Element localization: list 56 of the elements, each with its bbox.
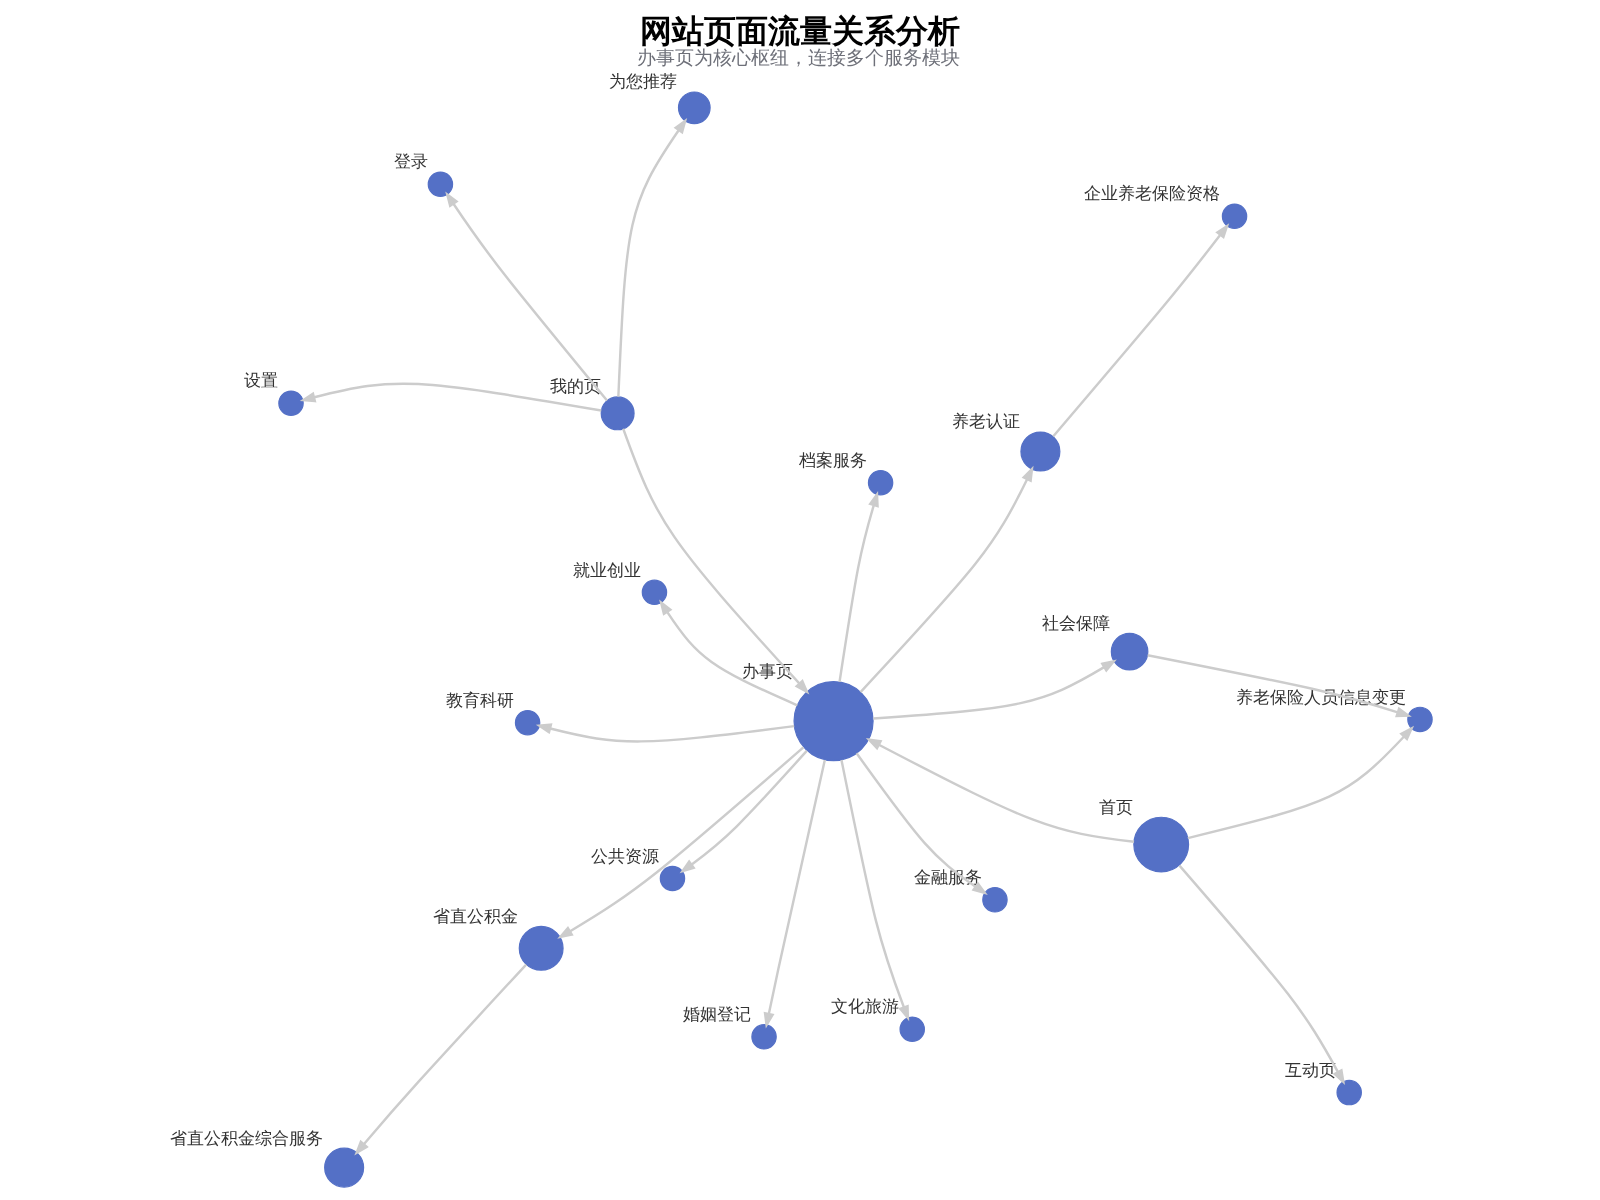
- node-circle: [427, 171, 454, 197]
- arrow: [1052, 223, 1230, 438]
- arrow: [535, 723, 795, 743]
- arrow: [557, 746, 805, 939]
- arrow: [865, 737, 1135, 843]
- node-label: 婚姻登记: [682, 1004, 751, 1025]
- arrow: [855, 752, 988, 895]
- node-circle: [1407, 706, 1433, 733]
- node-label: 首页: [1099, 796, 1134, 817]
- node-circle: [659, 865, 686, 892]
- node-label: 档案服务: [799, 449, 868, 470]
- arrow: [859, 465, 1034, 693]
- node-circle: [514, 709, 541, 736]
- arrow: [659, 599, 798, 707]
- node-circle: [278, 390, 304, 416]
- arrow: [679, 750, 808, 874]
- arrow: [840, 759, 910, 1022]
- arrow: [617, 117, 688, 397]
- node-circle: [899, 1016, 925, 1042]
- arrow: [622, 428, 810, 695]
- arrow: [445, 191, 608, 402]
- arrow: [299, 382, 602, 412]
- node-circle: [324, 1147, 365, 1188]
- node-circle: [751, 1024, 777, 1050]
- node-circle: [518, 925, 564, 971]
- node-label: 设置: [244, 370, 279, 391]
- node-circle: [677, 91, 711, 125]
- node-label: 省直公积金综合服务: [169, 1127, 323, 1148]
- node-label: 教育科研: [446, 689, 515, 710]
- node-circle: [1336, 1079, 1362, 1106]
- arrow: [1178, 864, 1346, 1085]
- node-label: 就业创业: [573, 559, 642, 580]
- node-circle: [867, 469, 894, 496]
- node-label: 文化旅游: [830, 996, 899, 1017]
- diagram-title: 网站页面流量关系分析: [640, 12, 961, 49]
- node-label: 公共资源: [591, 845, 660, 866]
- arrow: [354, 963, 528, 1156]
- node-label: 社会保障: [1042, 612, 1111, 633]
- node-circle: [1221, 203, 1248, 229]
- arrow: [873, 659, 1117, 720]
- node-circle: [1110, 632, 1149, 671]
- node-circle: [982, 887, 1008, 913]
- node-label: 互动页: [1285, 1059, 1337, 1080]
- node-label: 为您推荐: [609, 71, 678, 92]
- node-circle: [1020, 431, 1061, 472]
- arrow: [1147, 654, 1412, 718]
- node-circle: [1133, 816, 1190, 873]
- node-label: 养老认证: [951, 411, 1020, 432]
- node-label: 省直公积金: [433, 905, 519, 926]
- node-label: 企业养老保险资格: [1084, 183, 1221, 204]
- arrow: [1187, 725, 1415, 840]
- arrow: [763, 759, 826, 1029]
- node-circle: [600, 396, 635, 431]
- arrow: [838, 491, 879, 682]
- node-circle: [641, 579, 668, 606]
- node-label: 登录: [393, 151, 428, 172]
